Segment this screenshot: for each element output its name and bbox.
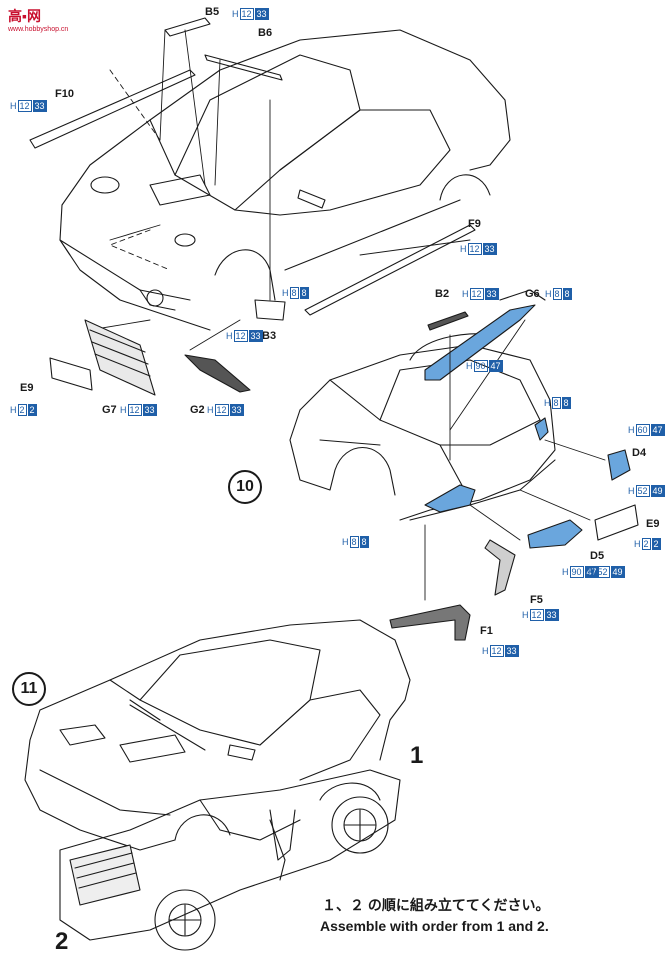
part-label: F1 [480,625,493,637]
step-11-marker: 11 [12,672,46,706]
part-label: G2 [190,404,205,416]
rear-body-drawing [289,333,556,521]
part-label: E9 [20,382,34,394]
front-body-drawing [29,17,511,331]
part-label: F9 [468,218,481,230]
part-label: B6 [258,27,273,39]
step-10-marker: 10 [228,470,262,504]
part-label: F10 [55,88,74,100]
part-label: G6 [525,288,540,300]
part-label: F5 [530,594,543,606]
final-assembly-drawing [24,619,411,951]
part-label: B2 [435,288,450,300]
order-mark-1: 1 [410,742,424,769]
watermark-logo: 高▪网 [8,8,41,24]
instruction-japanese: １、２ の順に組み立ててください。 [322,897,550,913]
part-label: E9 [646,518,660,530]
watermark-url: www.hobbyshop.cn [8,26,69,33]
part-label: D4 [632,447,647,459]
part-label: D5 [590,550,605,562]
instruction-english: Assemble with order from 1 and 2. [320,918,549,934]
part-label: G7 [102,404,117,416]
part-label: B3 [262,330,277,342]
part-label: B5 [205,6,220,18]
order-mark-2: 2 [55,928,69,955]
